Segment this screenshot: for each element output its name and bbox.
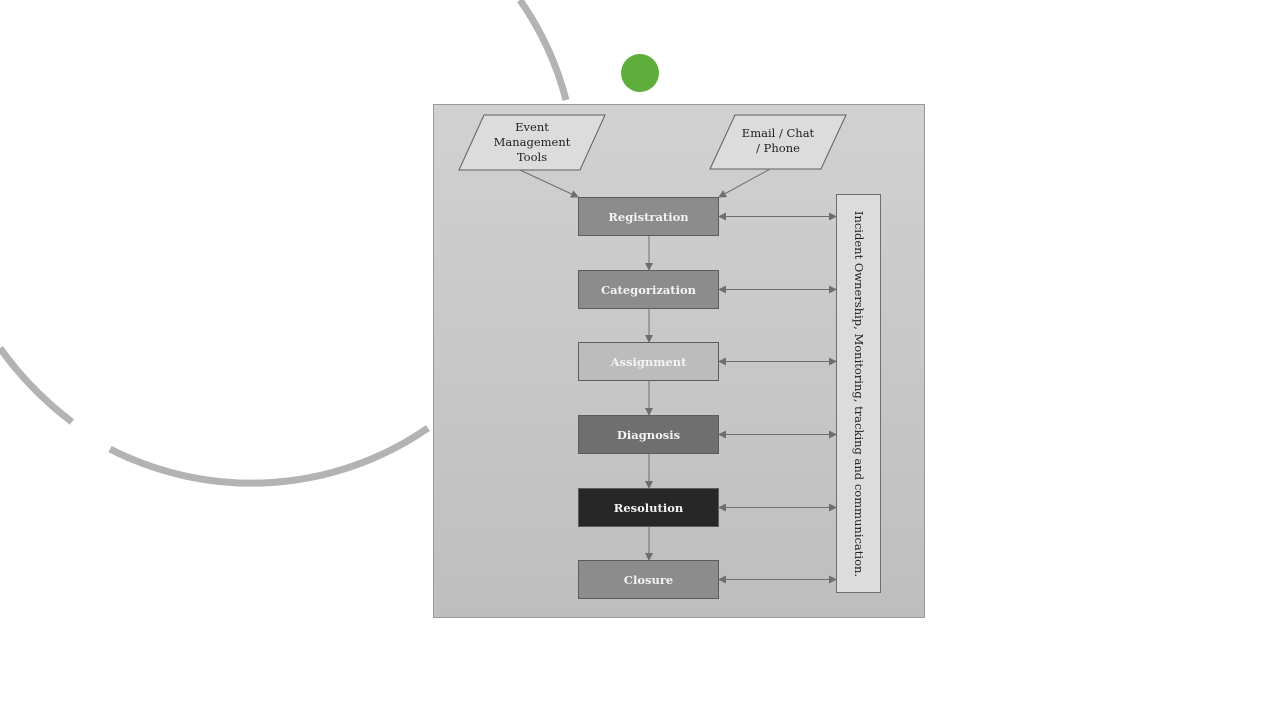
decorative-ring-arc: [517, 0, 570, 101]
step-categorization: Categorization: [578, 270, 719, 309]
step-label: Resolution: [613, 500, 684, 515]
step-label: Categorization: [600, 282, 697, 297]
accent-dot: [621, 54, 659, 92]
input-parallelogram-contact: [709, 114, 847, 170]
step-label: Diagnosis: [616, 427, 681, 442]
input-event-tools-label: Event Management Tools: [493, 120, 571, 164]
incident-ownership-label: Incident Ownership, Monitoring, tracking…: [851, 210, 866, 577]
decorative-ring-arc-bottom: [108, 425, 430, 487]
step-resolution: Resolution: [578, 488, 719, 527]
step-label: Assignment: [610, 354, 687, 369]
step-assignment: Assignment: [578, 342, 719, 381]
input-parallelogram-event-tools: [458, 114, 606, 171]
incident-flow-diagram: Event Management Tools Email / Chat / Ph…: [433, 104, 925, 618]
incident-ownership-bar: Incident Ownership, Monitoring, tracking…: [836, 194, 881, 593]
step-closure: Closure: [578, 560, 719, 599]
step-registration: Registration: [578, 197, 719, 236]
arrow-contact-to-registration: [718, 168, 771, 198]
arrow-event-tools-to-registration: [519, 169, 579, 198]
step-diagnosis: Diagnosis: [578, 415, 719, 454]
decorative-ring-arc-lower: [0, 345, 75, 425]
step-label: Registration: [608, 209, 689, 224]
step-label: Closure: [623, 572, 674, 587]
flow-connectors: [458, 114, 847, 584]
input-contact-label: Email / Chat / Phone: [741, 126, 815, 155]
